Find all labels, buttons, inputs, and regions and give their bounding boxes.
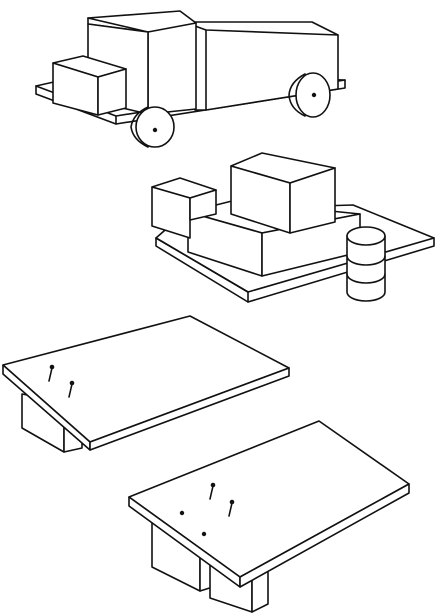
board1-nails	[48, 364, 75, 398]
block-assembly	[151, 152, 435, 303]
board-with-nails-1	[2, 315, 290, 453]
truck-front-wheel	[130, 106, 175, 148]
board2-nails	[179, 482, 235, 537]
board-with-nails-2	[128, 420, 410, 613]
board2-board	[128, 420, 410, 588]
assembly-top-cube	[230, 152, 336, 234]
board1-board	[2, 315, 290, 451]
assembly-small-cube	[151, 177, 217, 239]
truck-rear-wheel	[288, 72, 331, 118]
assembly-barrel	[346, 226, 386, 302]
toy-truck	[35, 10, 346, 148]
truck-hood-block	[52, 55, 127, 116]
